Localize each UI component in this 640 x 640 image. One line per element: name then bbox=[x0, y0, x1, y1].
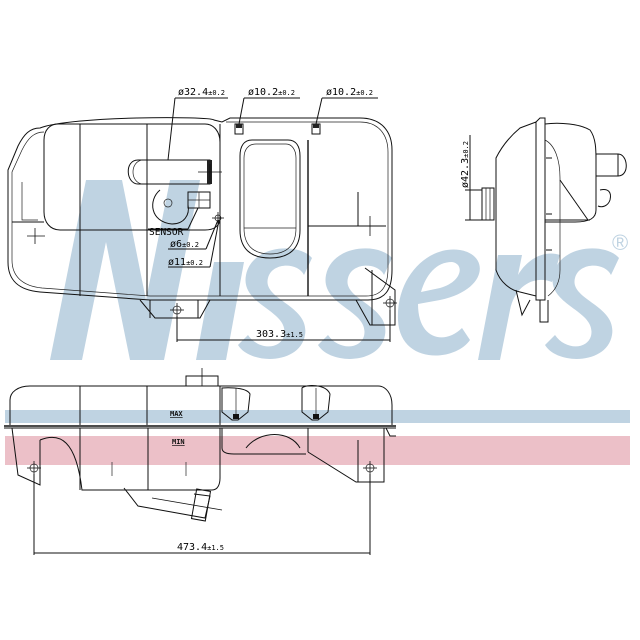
mount-hole-callout: ø11±0.2 bbox=[168, 257, 203, 268]
brand-watermark bbox=[50, 180, 619, 360]
front-view bbox=[4, 368, 396, 555]
mount-spacing-dimension: 303.3±1.5 bbox=[256, 329, 303, 340]
outlet-diameter-callout: ø42.3±0.2 bbox=[460, 141, 471, 188]
sensor-callouts bbox=[148, 207, 220, 268]
inlet-diameter-callout: ø32.4±0.2 bbox=[178, 87, 225, 98]
top-callouts bbox=[167, 97, 378, 161]
registered-mark: ® bbox=[612, 230, 628, 255]
nozzle-1-diameter-callout: ø10.2±0.2 bbox=[248, 87, 295, 98]
nozzle-2-diameter-callout: ø10.2±0.2 bbox=[326, 87, 373, 98]
max-mark: MAX bbox=[170, 410, 183, 418]
min-mark: MIN bbox=[172, 438, 185, 446]
top-view bbox=[7, 117, 397, 342]
overall-length-dimension: 473.4±1.5 bbox=[177, 542, 224, 553]
sensor-label: SENSOR bbox=[149, 227, 184, 238]
side-view bbox=[465, 117, 627, 323]
sensor-hole-callout: ø6±0.2 bbox=[170, 239, 199, 250]
pink-stripe bbox=[5, 436, 630, 465]
